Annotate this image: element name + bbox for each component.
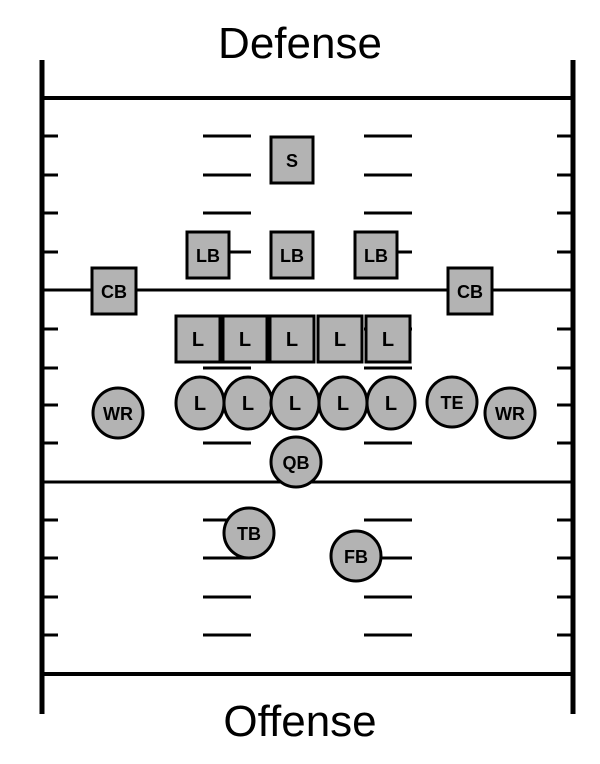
- defense-player-label: LB: [364, 246, 388, 266]
- defense-player-l: L: [316, 314, 364, 364]
- defense-player-square: [316, 314, 364, 364]
- defense-player-square: [185, 230, 231, 280]
- offense-player-wr: WR: [91, 386, 145, 440]
- defense-player-square: [221, 314, 269, 364]
- defense-player-square: [269, 230, 315, 280]
- offense-player-label: L: [337, 393, 349, 415]
- offense-player-wr: WR: [483, 386, 537, 440]
- defense-player-l: L: [364, 314, 412, 364]
- offense-player-te: TE: [425, 375, 479, 429]
- offense-player-l: L: [222, 375, 274, 431]
- offense-player-fb: FB: [329, 529, 383, 583]
- offense-player-circle: [269, 435, 323, 489]
- offense-player-label: QB: [283, 453, 310, 473]
- defense-label: Defense: [218, 19, 382, 68]
- defense-player-square: [174, 314, 222, 364]
- offense-player-label: L: [242, 393, 254, 415]
- offense-player-tb: TB: [222, 506, 276, 560]
- defense-player-label: L: [286, 329, 298, 351]
- offense-player-circle: [483, 386, 537, 440]
- offense-player-circle: [329, 529, 383, 583]
- defense-player-lb: LB: [353, 230, 399, 280]
- defense-player-square: [364, 314, 412, 364]
- players: S LB LB LB CB CB L L L L L WR L L L L L TE WR QB TB FB: [90, 135, 537, 583]
- defense-player-label: CB: [101, 282, 127, 302]
- offense-player-label: WR: [103, 404, 133, 424]
- offense-player-l: L: [269, 375, 321, 431]
- defense-player-lb: LB: [269, 230, 315, 280]
- defense-player-label: L: [382, 329, 394, 351]
- defense-player-label: L: [334, 329, 346, 351]
- offense-player-qb: QB: [269, 435, 323, 489]
- offense-player-label: L: [385, 393, 397, 415]
- defense-player-label: L: [192, 329, 204, 351]
- defense-player-lb: LB: [185, 230, 231, 280]
- offense-player-label: WR: [495, 404, 525, 424]
- defense-player-cb: CB: [446, 266, 494, 316]
- offense-player-label: TE: [440, 393, 463, 413]
- offense-player-circle: [222, 506, 276, 560]
- defense-player-l: L: [221, 314, 269, 364]
- defense-player-square: [269, 135, 315, 185]
- defense-player-label: LB: [280, 246, 304, 266]
- defense-player-label: CB: [457, 282, 483, 302]
- defense-player-label: L: [239, 329, 251, 351]
- offense-player-label: L: [194, 393, 206, 415]
- defense-player-square: [268, 314, 316, 364]
- offense-player-circle: [425, 375, 479, 429]
- defense-player-label: S: [286, 151, 298, 171]
- offense-label: Offense: [223, 697, 377, 746]
- defense-player-square: [446, 266, 494, 316]
- defense-player-cb: CB: [90, 266, 138, 316]
- offense-player-l: L: [365, 375, 417, 431]
- defense-player-square: [353, 230, 399, 280]
- defense-player-label: LB: [196, 246, 220, 266]
- defense-player-s: S: [269, 135, 315, 185]
- offense-player-label: TB: [237, 524, 261, 544]
- offense-player-l: L: [317, 375, 369, 431]
- defense-player-square: [90, 266, 138, 316]
- defense-player-l: L: [268, 314, 316, 364]
- defense-player-l: L: [174, 314, 222, 364]
- offense-player-circle: [365, 375, 417, 431]
- offense-player-label: L: [289, 393, 301, 415]
- offense-player-label: FB: [344, 547, 368, 567]
- offense-player-l: L: [174, 375, 226, 431]
- offense-player-circle: [91, 386, 145, 440]
